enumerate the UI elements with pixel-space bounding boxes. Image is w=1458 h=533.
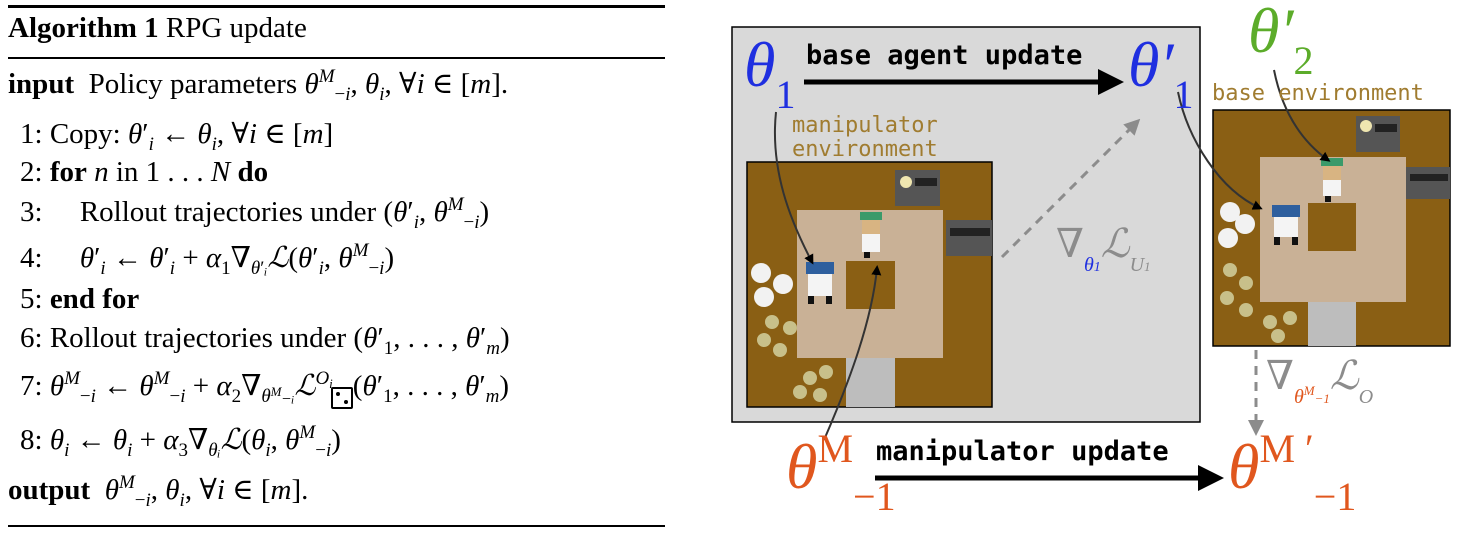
- step-8: 8: θi ← θi + α3∇θᵢℒ(θi, θM−i): [20, 422, 341, 461]
- step-6: 6: Rollout trajectories under (θ′1, . . …: [20, 322, 510, 359]
- theta-m-prime-label: θM ′−1: [1228, 426, 1357, 519]
- theta2-prime-label: θ′2: [1248, 0, 1314, 83]
- theta1-prime-label: θ′1: [1128, 29, 1194, 117]
- step-7: 7: θM−i ← θM−i + α2∇θM₋ᵢℒOi(θ′1, . . . ,…: [20, 368, 510, 409]
- diagram-canvas: [731, 26, 1451, 491]
- theta1-to-agent-arrow: [773, 111, 814, 265]
- die-icon: [330, 387, 353, 409]
- algorithm-title: Algorithm 1 RPG update: [8, 12, 307, 44]
- step-5: 5: end for: [20, 283, 140, 315]
- grad-base-label: ∇θ1ℒU1: [1056, 221, 1151, 276]
- step-4: 4: θ′i ← θ′i + α1∇θ′ᵢℒ(θ′i, θM−i): [20, 240, 395, 279]
- grad-manip-label: ∇θM−1ℒO: [1266, 353, 1374, 408]
- title-rule: [8, 57, 665, 59]
- step-1: 1: Copy: θ′i ← θi, ∀i ∈ [m]: [20, 118, 334, 155]
- manipulator-update-label: manipulator update: [876, 436, 1169, 467]
- base-environment: [1212, 109, 1451, 347]
- base-env-label: base environment: [1212, 81, 1424, 106]
- bottom-rule: [8, 525, 665, 527]
- theta1-label: θ1: [744, 29, 796, 117]
- output-line: output θM−i, θi, ∀i ∈ [m].: [8, 472, 309, 511]
- rpg-diagram: θ1 θ′1 θ′2 θM−1 θM ′−1 base agent update…: [700, 0, 1458, 533]
- theta2prime-to-agent-arrow: [1273, 69, 1331, 162]
- step-2: 2: for n in 1 . . . N do: [20, 156, 269, 188]
- input-line: input Policy parameters θM−i, θi, ∀i ∈ […: [8, 66, 509, 105]
- theta-m-to-agent-arrow: [823, 265, 882, 441]
- manipulator-environment: [746, 161, 993, 408]
- step-3: 3: Rollout trajectories under (θ′i, θM−i…: [20, 194, 490, 233]
- theta-m-label: θM−1: [786, 426, 896, 519]
- base-update-label: base agent update: [806, 40, 1083, 71]
- theta1prime-to-agent-arrow: [1177, 91, 1263, 210]
- top-rule: [8, 5, 665, 8]
- manipulator-env-label: manipulator environment: [792, 113, 938, 162]
- algorithm-panel: Algorithm 1 RPG update input Policy para…: [0, 0, 668, 533]
